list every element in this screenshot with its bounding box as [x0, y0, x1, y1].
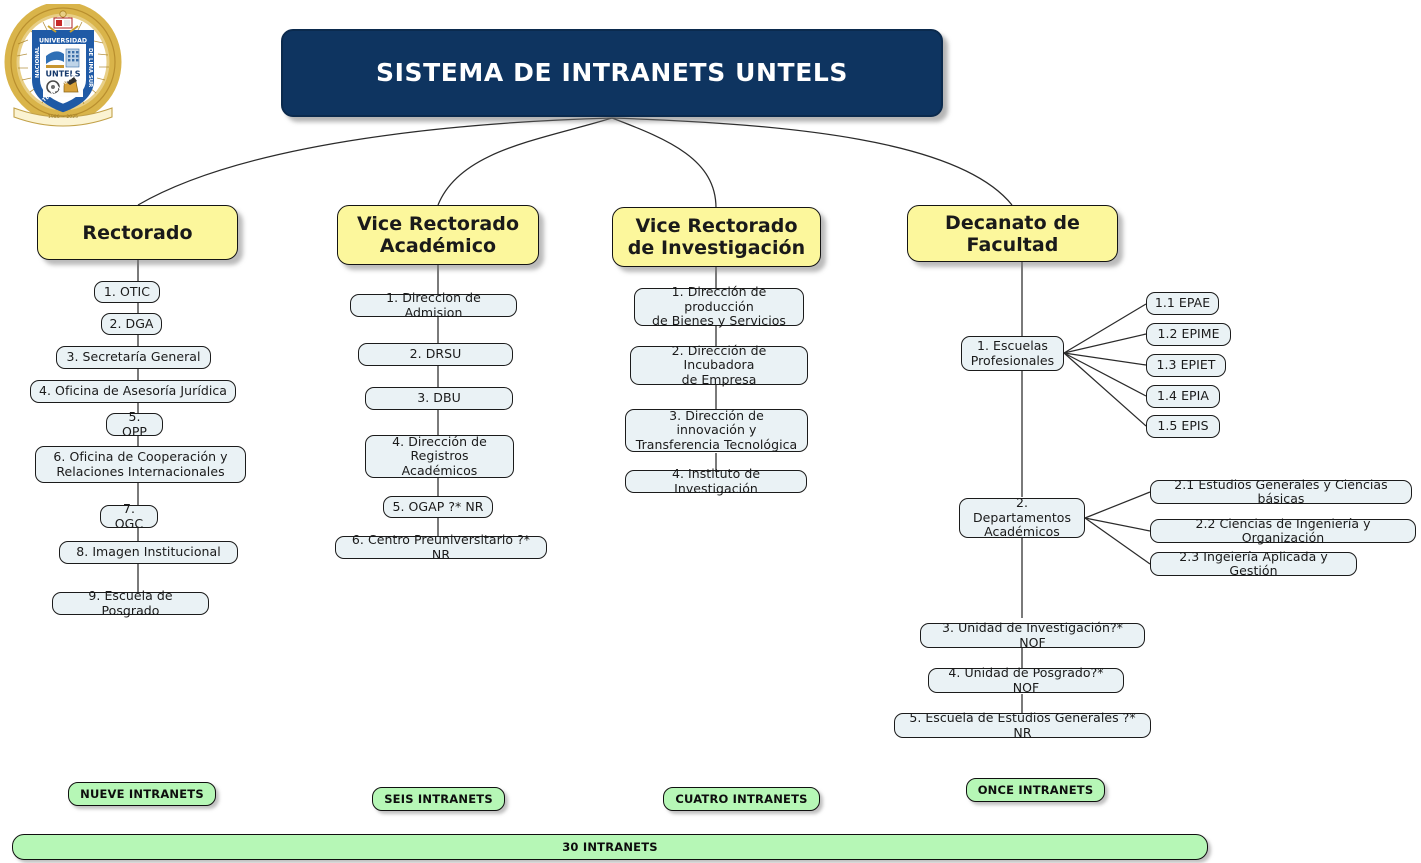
node-decanato-1-1[interactable]: 1.1 EPAE [1146, 292, 1219, 315]
node-decanato-1-2[interactable]: 1.2 EPIME [1146, 323, 1231, 346]
svg-text:NACIONAL: NACIONAL [35, 46, 41, 78]
node-vra-4[interactable]: 4. Dirección de Registros Académicos [365, 434, 514, 478]
branch-rectorado-title[interactable]: Rectorado [37, 205, 238, 260]
branch-vice-rectorado-academico-title[interactable]: Vice Rectorado Académico [337, 205, 539, 265]
node-rectorado-4[interactable]: 4. Oficina de Asesoría Jurídica [30, 380, 236, 403]
node-rectorado-1[interactable]: 1. OTIC [94, 281, 160, 303]
node-decanato-2[interactable]: 2. Departamentos Académicos [959, 496, 1085, 539]
node-rectorado-5[interactable]: 5. OPP [106, 409, 163, 438]
node-rectorado-8[interactable]: 8. Imagen Institucional [59, 541, 238, 564]
node-decanato-4[interactable]: 4. Unidad de Posgrado?* NOF [928, 665, 1124, 694]
node-vra-5[interactable]: 5. OGAP ?* NR [383, 496, 493, 518]
svg-text:UNIVERSIDAD: UNIVERSIDAD [39, 37, 87, 44]
svg-text:UNTELS: UNTELS [46, 69, 81, 78]
node-vra-3[interactable]: 3. DBU [365, 387, 513, 410]
badge-vri-count: CUATRO INTRANETS [663, 787, 820, 811]
node-rectorado-6[interactable]: 6. Oficina de Cooperación y Relaciones I… [35, 446, 246, 483]
svg-text:1986 ~ 2025: 1986 ~ 2025 [48, 114, 78, 120]
page-title: SISTEMA DE INTRANETS UNTELS [281, 29, 943, 117]
node-decanato-1-3[interactable]: 1.3 EPIET [1146, 354, 1226, 377]
node-decanato-2-2[interactable]: 2.2 Ciencias de Ingeniería y Organizació… [1150, 516, 1416, 545]
node-vra-2[interactable]: 2. DRSU [358, 343, 513, 366]
node-decanato-2-1[interactable]: 2.1 Estudios Generales y Ciencias básica… [1150, 477, 1412, 506]
branch-vice-rectorado-investigacion-title[interactable]: Vice Rectorado de Investigación [612, 207, 821, 267]
node-rectorado-2[interactable]: 2. DGA [101, 313, 162, 335]
node-decanato-3[interactable]: 3. Unidad de Investigación?* NOF [920, 620, 1145, 649]
node-vri-2[interactable]: 2. Dirección de Incubadora de Empresa [630, 343, 808, 387]
untels-crest-logo: UNIVERSIDAD UNTELS NACIONAL DE LIMA SUR … [4, 4, 122, 127]
node-decanato-1[interactable]: 1. Escuelas Profesionales [961, 336, 1064, 371]
node-decanato-2-3[interactable]: 2.3 Ingeiería Aplicada y Gestión [1150, 549, 1357, 578]
node-vri-3[interactable]: 3. Dirección de innovación y Transferenc… [625, 408, 808, 452]
badge-total-intranets: 30 INTRANETS [12, 834, 1208, 860]
node-decanato-5[interactable]: 5. Escuela de Estudios Generales ?* NR [894, 710, 1151, 739]
svg-text:DE LIMA SUR: DE LIMA SUR [87, 48, 93, 88]
node-rectorado-9[interactable]: 9. Escuela de Posgrado [52, 588, 209, 617]
node-vri-1[interactable]: 1. Dirección de producción de Bienes y S… [634, 285, 804, 328]
badge-vra-count: SEIS INTRANETS [372, 787, 505, 811]
node-decanato-1-5[interactable]: 1.5 EPIS [1146, 415, 1220, 438]
node-decanato-1-4[interactable]: 1.4 EPIA [1146, 385, 1220, 408]
badge-decanato-count: ONCE INTRANETS [966, 778, 1105, 802]
node-vri-4[interactable]: 4. Instituto de Investigación [625, 466, 807, 495]
node-rectorado-3[interactable]: 3. Secretaría General [56, 346, 211, 369]
node-vra-6[interactable]: 6. Centro Preuniversitario ?* NR [335, 532, 547, 561]
node-vra-1[interactable]: 1. Direccion de Admision [350, 290, 517, 319]
badge-rectorado-count: NUEVE INTRANETS [68, 782, 216, 806]
branch-decanato-de-facultad-title[interactable]: Decanato de Facultad [907, 205, 1118, 262]
node-rectorado-7[interactable]: 7. OGC [100, 501, 158, 530]
